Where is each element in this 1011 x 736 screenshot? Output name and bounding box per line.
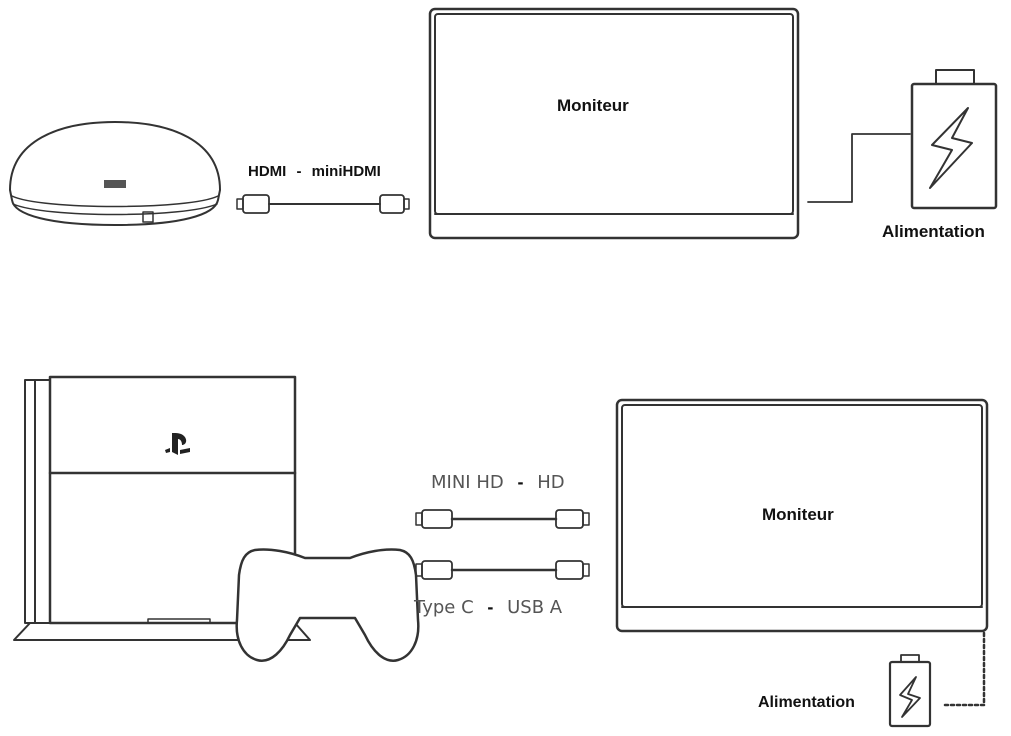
power-cable-bottom (940, 631, 986, 707)
hdmi-cable-label: HDMI - miniHDMI (248, 163, 381, 180)
usb-cable-sep: - (487, 597, 494, 617)
usb-cable-left: Type C (414, 597, 474, 618)
hdmi-cable-sep: - (296, 163, 302, 180)
battery-bottom-icon (888, 654, 932, 728)
power-top-label: Alimentation (882, 222, 985, 241)
monitor-bottom-label: Moniteur (762, 505, 834, 524)
power-cable-top (807, 133, 911, 203)
game-controller-icon (235, 548, 420, 662)
hdmi-cable-right: miniHDMI (311, 163, 381, 180)
usb-cable-label: Type C - USB A (414, 597, 562, 618)
monitor-top-icon (428, 7, 800, 240)
mini-hd-cable-sep: - (517, 472, 524, 492)
usb-cable-right: USB A (507, 597, 563, 618)
battery-top-icon (910, 69, 998, 210)
mini-hd-cable-right: HD (537, 472, 565, 493)
tv-box-icon (9, 121, 221, 226)
mini-hd-cable-icon (415, 509, 590, 529)
monitor-bottom-icon (615, 398, 989, 633)
usb-cable-icon (415, 560, 590, 580)
game-console-icon (13, 375, 311, 641)
hdmi-cable-icon (236, 194, 410, 214)
mini-hd-cable-label: MINI HD - HD (431, 472, 565, 493)
power-bottom-label: Alimentation (758, 694, 855, 711)
hdmi-cable-left: HDMI (248, 163, 287, 180)
monitor-top-label: Moniteur (557, 96, 629, 115)
mini-hd-cable-left: MINI HD (431, 472, 504, 493)
